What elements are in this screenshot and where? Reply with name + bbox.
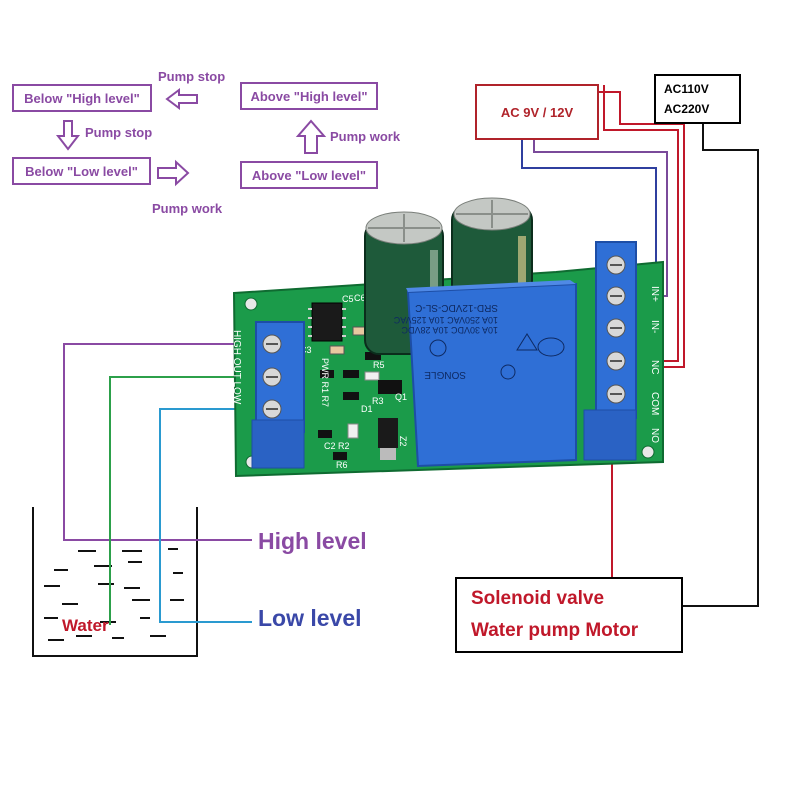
svg-text:C5: C5: [342, 294, 354, 304]
label-water: Water: [62, 616, 109, 635]
silk-no: NO: [649, 428, 660, 443]
transistor: [378, 380, 402, 394]
svg-text:R3: R3: [372, 396, 384, 406]
svg-text:Z2: Z2: [398, 436, 408, 447]
wire-low-probe: [159, 408, 270, 623]
state-below-high-level: Below "High level": [12, 84, 152, 112]
relay-module-board: C5 C6 C3 R5 PWR R1 R7 R3 Q1 D1 C2 R2 R6 …: [231, 197, 664, 478]
smd-components: [318, 326, 402, 460]
ul-mark-icon: [429, 339, 447, 357]
tank-outline: [32, 507, 198, 657]
sensor-terminal-silk: HIGH OUT LOW: [231, 330, 242, 405]
power-terminal-block: [583, 241, 637, 461]
svg-text:D1: D1: [361, 404, 373, 414]
arrow-up-icon: [295, 119, 327, 154]
silk-nc: NC: [649, 360, 660, 374]
load-solenoid-valve: Solenoid valve: [471, 588, 605, 609]
screw-nc: [606, 318, 626, 338]
relay-rating-1: 10A 250VAC 10A 125VAC: [393, 315, 498, 325]
relay: SRD-12VDC-SL-C 10A 250VAC 10A 125VAC 10A…: [393, 280, 577, 468]
svg-text:C2 R2: C2 R2: [324, 441, 350, 451]
label-pump-work-right: Pump work: [330, 129, 401, 144]
wire-ac-neutral: [683, 123, 759, 607]
water-tank: [32, 507, 198, 657]
screw-in-minus: [606, 286, 626, 306]
relay-model: SRD-12VDC-SL-C: [415, 302, 498, 313]
state-above-high-level: Above "High level": [240, 82, 378, 110]
wire-high-probe: [63, 343, 270, 541]
arrow-down-icon: [55, 120, 81, 151]
screw-low: [262, 399, 282, 419]
warning-triangle-icon: [516, 333, 538, 351]
sensor-wires: [63, 343, 270, 625]
flow-arrows: [55, 88, 327, 187]
label-high-level: High level: [258, 528, 367, 554]
screw-com: [606, 351, 626, 371]
screw-high: [262, 334, 282, 354]
silk-com: COM: [649, 392, 660, 415]
ic-chip: [311, 302, 343, 342]
screw-common: [262, 367, 282, 387]
svg-text:C3: C3: [300, 345, 312, 355]
svg-text:R6: R6: [336, 460, 348, 470]
label-pump-stop-left: Pump stop: [85, 125, 153, 140]
dc-power-source: AC 9V / 12V: [475, 84, 599, 140]
sensor-terminal-block: [251, 321, 305, 469]
arrow-left-icon: [165, 88, 198, 110]
power-terminal-silk: IN+ IN- NC COM NO: [649, 286, 660, 443]
label-low-level: Low level: [258, 605, 362, 631]
state-below-low-level: Below "Low level": [12, 157, 151, 185]
ccc-mark-icon: [537, 337, 565, 357]
ac-power-source: AC110V AC220V: [654, 74, 741, 124]
screw-no: [606, 384, 626, 404]
wire-common-probe: [109, 376, 270, 625]
diode: [378, 418, 398, 448]
screw-in-plus: [606, 255, 626, 275]
relay-brand: SONGLE: [424, 369, 466, 380]
silk-in-plus: IN+: [649, 286, 660, 302]
label-pump-work-bottom: Pump work: [152, 201, 223, 216]
state-above-low-level: Above "Low level": [240, 161, 378, 189]
water-dashes: [44, 548, 184, 641]
silk-in-minus: IN-: [649, 320, 660, 333]
svg-text:PWR R1 R7: PWR R1 R7: [320, 358, 330, 407]
ac-voltage-110: AC110V: [664, 82, 709, 96]
songle-logo-icon: [500, 364, 516, 380]
svg-text:R5: R5: [373, 360, 385, 370]
arrow-right-icon: [157, 159, 190, 187]
svg-text:Q1: Q1: [395, 392, 407, 402]
ac-voltage-220: AC220V: [664, 102, 710, 116]
load-device: Solenoid valve Water pump Motor: [455, 577, 683, 653]
label-pump-stop-top: Pump stop: [158, 69, 226, 84]
svg-text:C6: C6: [354, 293, 366, 303]
wire-ac-line-b: [598, 91, 685, 368]
load-water-pump-motor: Water pump Motor: [471, 620, 639, 641]
relay-rating-2: 10A 30VDC 10A 28VDC: [401, 325, 498, 335]
